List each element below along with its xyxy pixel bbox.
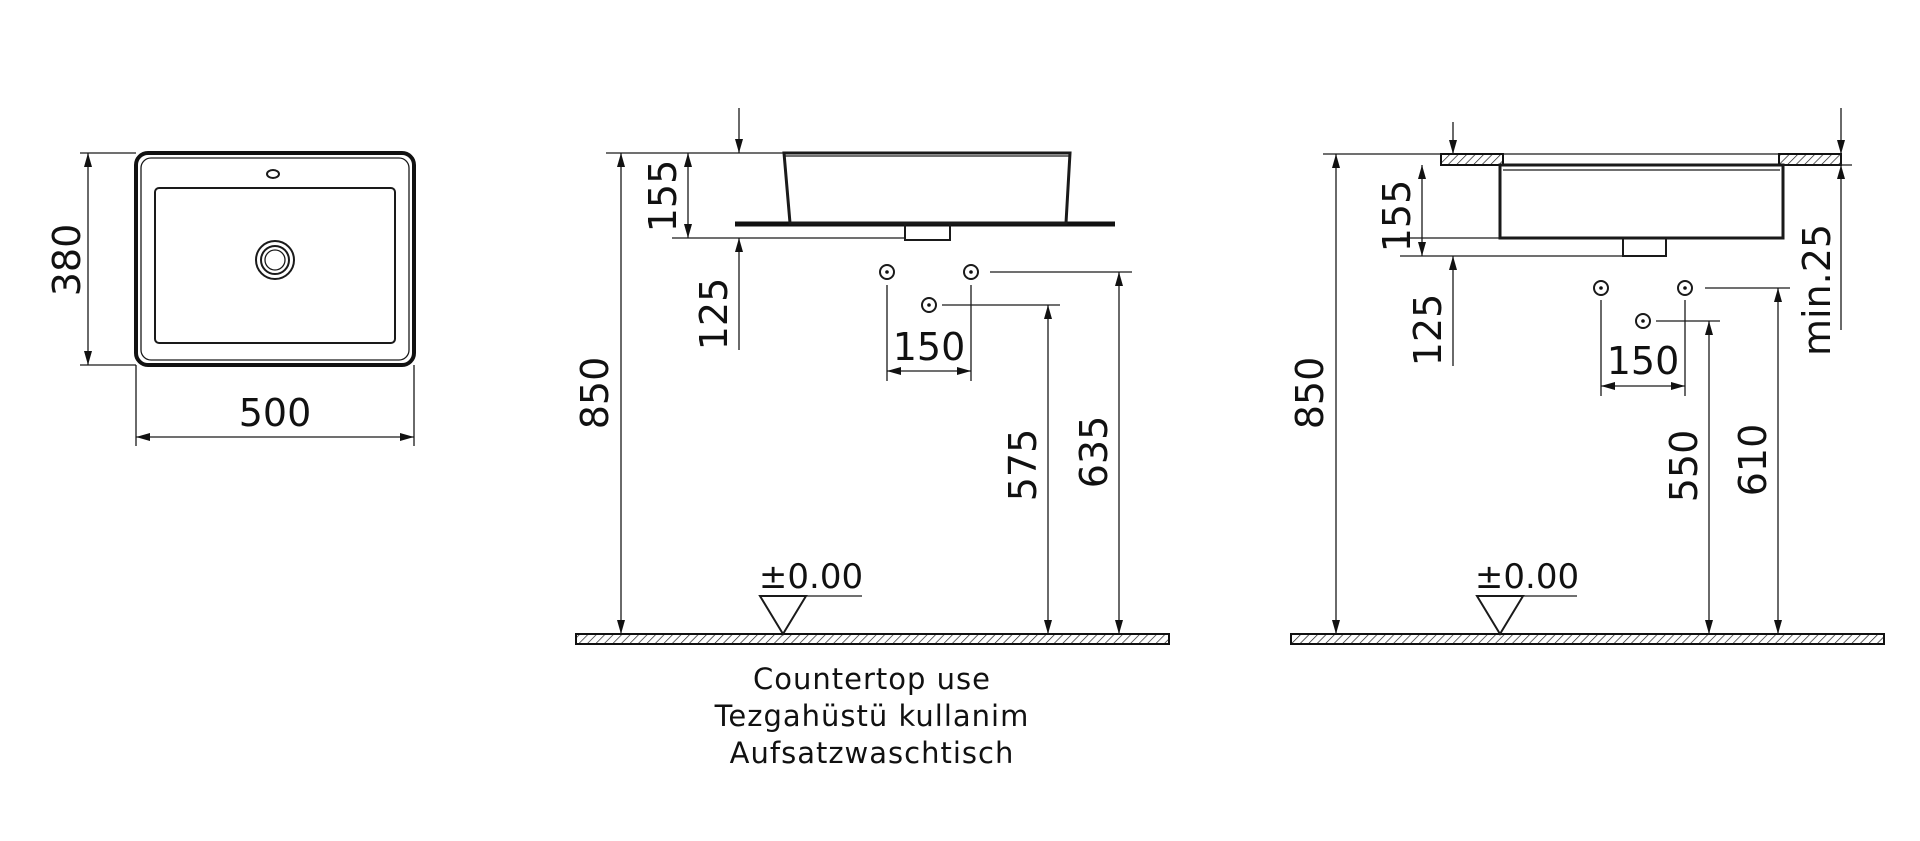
dim-150-inset-arrow-left <box>1601 382 1615 390</box>
basin-bowl-outline <box>154 187 396 344</box>
countertop-slab-right <box>1778 153 1842 166</box>
floor-level-triangle <box>758 595 808 636</box>
inset-view: ±0.00 155 125 850 min.25 <box>1288 108 1885 645</box>
dim-850-label: 850 <box>573 357 617 430</box>
supply-left-icon <box>879 264 895 280</box>
inset-supply-left-icon <box>1593 280 1609 296</box>
inset-supply-left-dot <box>1599 286 1603 290</box>
plan-view: 380 500 <box>45 151 416 446</box>
dim-610-arrow-top <box>1774 288 1782 302</box>
waste-pipe-dot <box>927 303 931 307</box>
drain-outer <box>255 240 295 280</box>
inset-basin <box>1498 163 1785 240</box>
countertop-basin <box>782 151 1072 225</box>
supply-left-dot <box>885 270 889 274</box>
dim-850-inset-arrow-bottom <box>1332 620 1340 634</box>
dim-850-inset-arrow-top <box>1332 154 1340 168</box>
drain-mid <box>260 245 290 275</box>
inset-supply-right-dot <box>1683 286 1687 290</box>
supply-right-dot <box>969 270 973 274</box>
dim-500-arrow-right <box>400 433 414 441</box>
dim-610-arrow-bottom <box>1774 620 1782 634</box>
dim-635-label: 635 <box>1072 416 1116 489</box>
waste-pipe-icon <box>921 297 937 313</box>
dim-125-inset-arrow <box>1449 256 1457 270</box>
dim-610-label: 610 <box>1731 424 1775 497</box>
inset-level-arrow-head <box>1449 140 1457 154</box>
supply-right-icon <box>963 264 979 280</box>
inset-waste-pipe-icon <box>1635 313 1651 329</box>
dim-500-label: 500 <box>239 391 312 435</box>
dim-155-label: 155 <box>641 160 685 233</box>
inset-supply-right-icon <box>1677 280 1693 296</box>
caption-line-3: Aufsatzwaschtisch <box>730 736 1015 770</box>
dim-125-label: 125 <box>692 278 736 351</box>
dim-155-inset-label: 155 <box>1375 180 1419 253</box>
dim-155-arrow-bottom <box>684 224 692 238</box>
tap-hole <box>266 169 280 179</box>
dim-500-arrow-left <box>136 433 150 441</box>
level-arrow-head <box>735 139 743 153</box>
dim-850-arrow-bottom <box>617 620 625 634</box>
floor-slab <box>575 633 1170 645</box>
basin-outer-inner-edge <box>140 157 410 361</box>
dim-155-inset-arrow-bottom <box>1418 242 1426 256</box>
dim-550-arrow-top <box>1705 321 1713 335</box>
floor-level-triangle-inset <box>1475 595 1525 636</box>
dim-550-label: 550 <box>1662 430 1706 503</box>
dim-155-arrow-top <box>684 153 692 167</box>
dim-min25-arrow-bottom <box>1837 165 1845 179</box>
dim-850-arrow-top <box>617 153 625 167</box>
floor-level-label-inset: ±0.00 <box>1475 557 1579 597</box>
countertop-slab-left <box>1440 153 1504 166</box>
dim-155-inset-arrow-top <box>1418 165 1426 179</box>
dim-150-arrow-right <box>957 367 971 375</box>
dim-635-arrow-top <box>1115 272 1123 286</box>
dim-550-arrow-bottom <box>1705 620 1713 634</box>
dim-635-arrow-bottom <box>1115 620 1123 634</box>
dim-850-inset-label: 850 <box>1288 357 1332 430</box>
dim-380-arrow-top <box>84 153 92 167</box>
dim-150-label: 150 <box>893 325 966 369</box>
inset-drain <box>1622 238 1667 257</box>
dim-150-inset-label: 150 <box>1607 339 1680 383</box>
drain-inner <box>264 249 286 271</box>
dim-min25-label: min.25 <box>1795 224 1839 356</box>
countertop-drain <box>904 224 951 241</box>
floor-level-label: ±0.00 <box>759 557 863 597</box>
dim-125-inset-label: 125 <box>1406 294 1450 367</box>
dim-150-arrow-left <box>887 367 901 375</box>
dim-125-arrow <box>735 238 743 252</box>
dim-380-arrow-bottom <box>84 351 92 365</box>
dim-575-arrow-top <box>1044 305 1052 319</box>
dim-575-label: 575 <box>1001 429 1045 502</box>
dim-380-label: 380 <box>45 224 89 297</box>
inset-waste-pipe-dot <box>1641 319 1645 323</box>
dim-150-inset-arrow-right <box>1671 382 1685 390</box>
caption-line-1: Countertop use <box>753 662 991 696</box>
caption-line-2: Tezgahüstü kullanim <box>714 699 1030 733</box>
countertop-view: ±0.00 155 125 850 <box>573 108 1170 770</box>
floor-slab-inset <box>1290 633 1885 645</box>
dim-min25-arrow-top <box>1837 140 1845 154</box>
dim-575-arrow-bottom <box>1044 620 1052 634</box>
basin-outer-outline <box>134 151 416 367</box>
